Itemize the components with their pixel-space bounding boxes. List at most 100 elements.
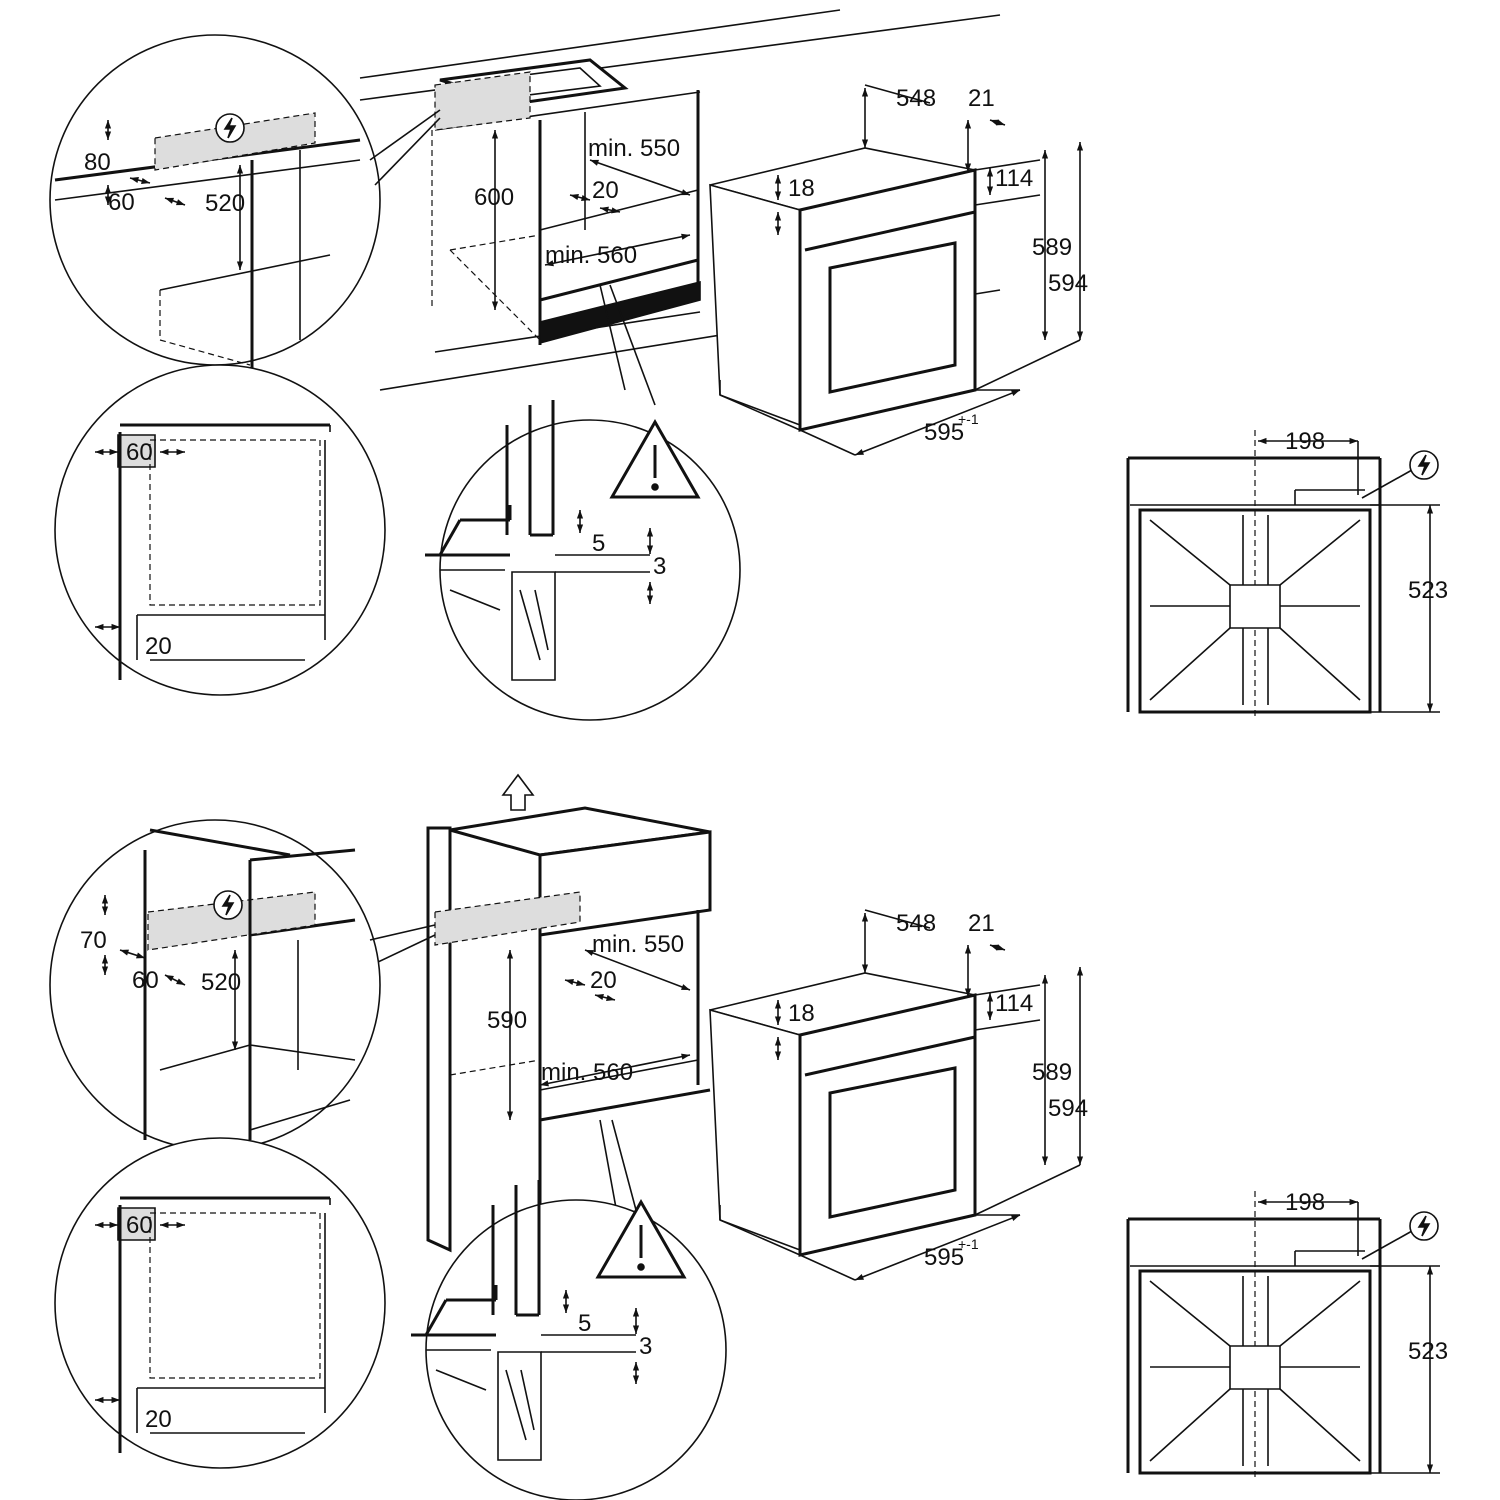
drawing-line: [974, 1164, 1081, 1216]
drawing-line: [1149, 1280, 1231, 1347]
arrowhead-icon: [646, 595, 654, 604]
dimension-label: 70: [80, 927, 107, 954]
dimension-line: [584, 949, 691, 991]
dimension-label: 60: [132, 967, 159, 994]
dimension-label: 589: [1032, 234, 1072, 261]
side-clearance-detail-circle: [54, 364, 386, 696]
drawing-line: [159, 339, 251, 366]
arrowhead-icon: [111, 623, 120, 631]
arrowhead-icon: [231, 950, 239, 959]
arrowhead-icon: [176, 448, 185, 456]
cabinet-outline: [149, 439, 321, 606]
drawing-line: [719, 1219, 801, 1251]
dimension-label: 595: [924, 1244, 964, 1271]
dimension-line: [854, 389, 1021, 456]
drawing-line: [974, 194, 1041, 206]
arrowhead-icon: [1011, 390, 1020, 396]
arrowhead-icon: [176, 978, 185, 985]
clearance-zone: [117, 1207, 156, 1241]
oven-door-window: [828, 241, 957, 394]
arrowhead-icon: [600, 206, 609, 213]
control-panel-line: [804, 1035, 976, 1077]
arrowhead-icon: [236, 165, 244, 174]
dimension-label: 594: [1048, 1095, 1088, 1122]
drawing-line: [1279, 1280, 1361, 1347]
drawing-line: [1279, 1388, 1361, 1462]
dim-548: [864, 909, 931, 929]
arrowhead-icon: [570, 194, 579, 201]
wood-block: [511, 571, 556, 681]
arrowhead-icon: [646, 528, 654, 537]
dimension-label: 548: [896, 85, 936, 112]
arrowhead-icon: [964, 163, 972, 172]
arrowhead-icon: [165, 197, 174, 204]
clearance-zone: [117, 434, 156, 468]
drawing-line: [520, 1369, 535, 1431]
arrowhead-icon: [1349, 1198, 1358, 1206]
drawing-line: [974, 984, 1041, 996]
arrowhead-icon: [774, 175, 782, 184]
drawing-line: [611, 1119, 641, 1226]
arrowhead-icon: [681, 1053, 690, 1060]
exclamation-dot-icon: [651, 483, 659, 491]
arrowhead-icon: [1041, 150, 1049, 159]
dimension-label: 3: [639, 1333, 652, 1360]
oven-side: [709, 183, 801, 432]
arrowhead-icon: [774, 1037, 782, 1046]
drawing-line: [1361, 1230, 1413, 1260]
dimension-label: 20: [145, 1406, 172, 1433]
arrowhead-icon: [491, 130, 499, 139]
drawing-line: [377, 934, 436, 963]
arrowhead-icon: [104, 131, 112, 140]
drawing-line: [534, 589, 549, 651]
arrowhead-icon: [964, 945, 972, 954]
tolerance-label: +-1: [958, 411, 979, 427]
dim-548: [864, 84, 931, 104]
dimension-label: min. 550: [588, 135, 680, 162]
drawing-line: [609, 284, 656, 406]
cabinet-outline: [149, 1212, 321, 1379]
arrowhead-icon: [104, 120, 112, 129]
drawing-line: [374, 117, 441, 186]
countertop-edge: [359, 9, 841, 79]
arrowhead-icon: [996, 944, 1005, 951]
arrowhead-icon: [632, 1308, 640, 1317]
exclamation-dot-icon: [637, 1263, 645, 1271]
arrowhead-icon: [1041, 331, 1049, 340]
arrowhead-icon: [1426, 1464, 1434, 1473]
arrowhead-icon: [855, 1274, 864, 1280]
drawing-line: [449, 1059, 541, 1076]
arrowhead-icon: [964, 120, 972, 129]
drawing-line: [1149, 519, 1231, 586]
arrowhead-icon: [491, 301, 499, 310]
drawing-line: [1279, 627, 1361, 701]
tolerance-label: +-1: [958, 1236, 979, 1252]
arrowhead-icon: [1258, 1198, 1267, 1206]
dimension-label: 595: [924, 419, 964, 446]
dimension-label: 20: [592, 177, 619, 204]
drawing-line: [539, 1088, 711, 1122]
drawing-line: [974, 159, 1041, 171]
arrowhead-icon: [130, 177, 139, 184]
dimension-label: 20: [590, 967, 617, 994]
dimension-label: min. 550: [592, 931, 684, 958]
drawing-line: [505, 1369, 527, 1441]
arrowhead-icon: [101, 895, 109, 904]
arrowhead-icon: [104, 185, 112, 194]
arrowhead-icon: [986, 1011, 994, 1020]
dimension-label: 21: [968, 910, 995, 937]
arrowhead-icon: [95, 1221, 104, 1229]
dimension-label: 589: [1032, 1059, 1072, 1086]
arrowhead-icon: [996, 119, 1005, 126]
drawing-line: [719, 394, 801, 426]
dimension-label: min. 560: [545, 242, 637, 269]
up-arrow-icon: [501, 773, 535, 811]
arrowhead-icon: [585, 950, 594, 956]
arrowhead-icon: [1076, 1156, 1084, 1165]
drawing-line: [449, 589, 501, 611]
arrowhead-icon: [1349, 437, 1358, 445]
drawing-line: [1279, 519, 1361, 586]
tall-cabinet-side: [426, 826, 452, 1253]
dimension-label: 18: [788, 1000, 815, 1027]
drawing-line: [539, 189, 699, 231]
